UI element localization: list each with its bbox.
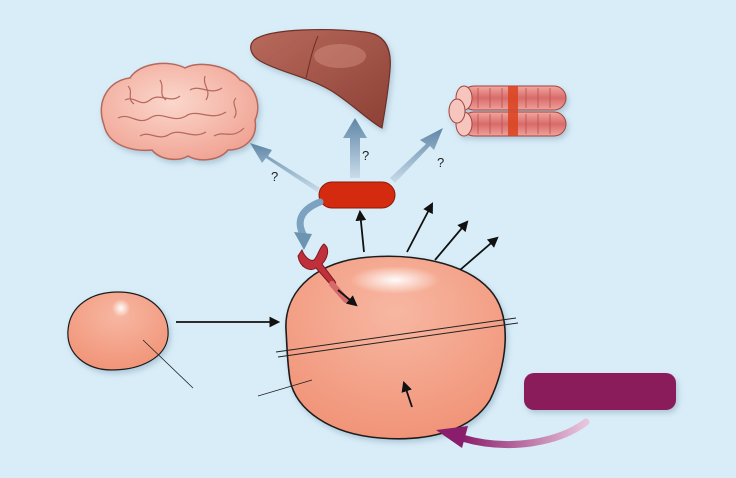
intracellular-arrow-2 <box>401 380 413 408</box>
blue-arrow-to-muscle <box>390 128 443 183</box>
small-cell <box>67 291 194 389</box>
cell-pointer-line <box>257 379 313 397</box>
liver-icon <box>250 29 391 129</box>
secretion-arrow <box>355 209 367 253</box>
magenta-arrow <box>436 418 590 449</box>
liver-query-mark: ? <box>362 148 369 163</box>
small-cell-highlight <box>112 299 130 317</box>
blue-arrow-to-liver <box>343 118 367 178</box>
output-arrow-1 <box>406 202 433 253</box>
cell-highlight <box>350 266 440 294</box>
target-cell <box>257 255 519 440</box>
muscle-icon <box>448 85 567 137</box>
cell-membrane-line-2 <box>277 322 519 358</box>
muscle-query-mark: ? <box>437 155 444 170</box>
cell-membrane-line-1 <box>275 317 517 353</box>
blue-arrow-to-brain <box>250 143 320 192</box>
external-factor-box <box>524 373 676 410</box>
signal-molecule <box>318 181 396 209</box>
output-arrow-2 <box>434 220 469 261</box>
intracellular-arrow-1 <box>337 289 358 307</box>
output-arrow-3 <box>459 236 499 271</box>
brain-query-mark: ? <box>271 169 278 184</box>
curved-arrow-to-receptor <box>294 198 324 250</box>
brain-icon <box>100 62 259 161</box>
small-cell-pointer-line <box>142 339 194 389</box>
